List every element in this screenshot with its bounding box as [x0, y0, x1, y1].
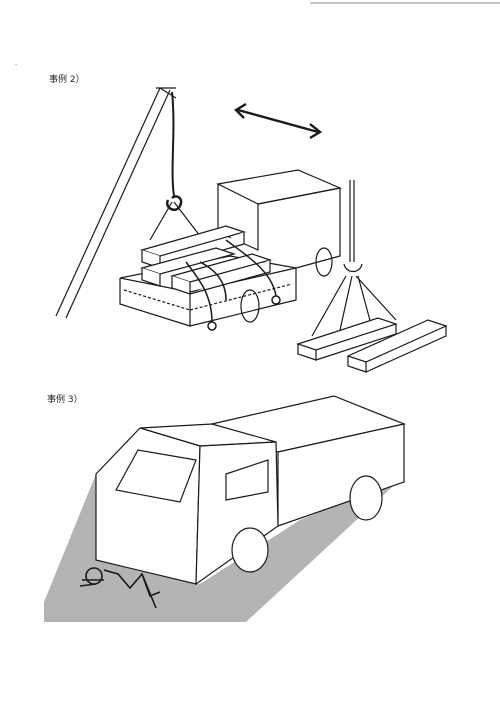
- case-2-label: 事例 2）: [49, 75, 85, 85]
- lashing-ropes: [185, 239, 281, 331]
- timber-stack: [139, 225, 273, 295]
- truck-icon: [95, 395, 407, 586]
- crane-hook-icon: [149, 91, 201, 241]
- sling-load: [296, 180, 448, 373]
- double-arrow-icon: [234, 102, 323, 140]
- svg-text:-: -: [15, 61, 17, 68]
- crane-scene: [55, 87, 448, 373]
- case-3-label: 事例 3）: [47, 395, 83, 405]
- fallen-person-icon: [79, 567, 161, 609]
- truck-scene: [44, 395, 407, 622]
